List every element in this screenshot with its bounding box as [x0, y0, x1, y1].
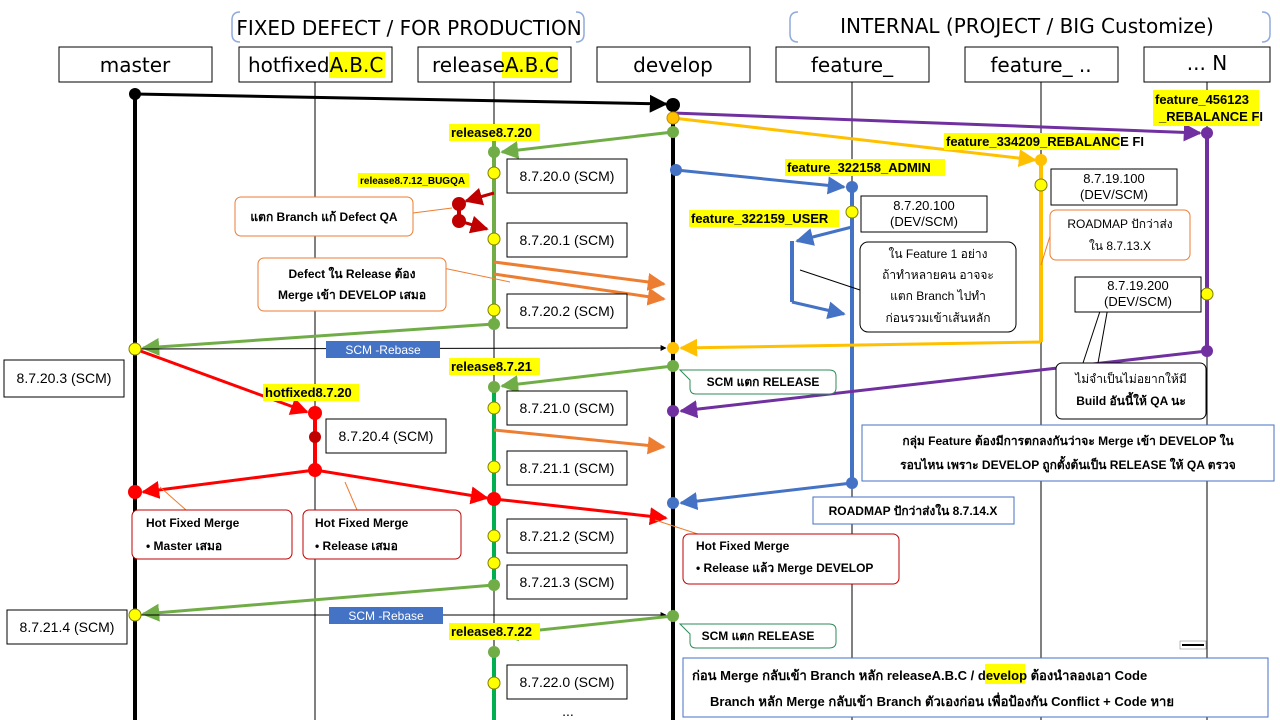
version-87212: 8.7.21.2 (SCM) — [520, 528, 615, 544]
note-roadmap-orange-line1: ROADMAP ปักว่าส่ง — [1067, 217, 1172, 231]
note-bottom-line2: Branch หลัก Merge กลับเข้า Branch ตัวเอง… — [710, 692, 1174, 709]
note-defect-line2: Merge เข้า DEVELOP เสมอ — [278, 288, 426, 302]
dev-8719100-line1: 8.7.19.100 — [1083, 171, 1144, 186]
version-87203: 8.7.20.3 (SCM) — [17, 370, 112, 386]
roadmap-blue: ROADMAP ปักว่าส่งใน 8.7.14.X — [829, 503, 998, 518]
callout-notes: แตก Branch แก้ Defect QA Defect ใน Relea… — [131, 196, 1275, 718]
note-feature1-line4: ก่อนรวมเข้าเส้นหลัก — [886, 311, 991, 325]
group-title-right: INTERNAL (PROJECT / BIG Customize) — [840, 14, 1214, 38]
tag-feature-334209: feature_334209_REBALANCE FI — [946, 134, 1144, 149]
tag-feature-322158: feature_322158_ADMIN — [787, 160, 931, 175]
note-hf-master-title: Hot Fixed Merge — [146, 516, 240, 530]
version-87214: 8.7.21.4 (SCM) — [20, 619, 115, 635]
lane-develop: develop — [633, 53, 713, 77]
version-87204: 8.7.20.4 (SCM) — [339, 428, 434, 444]
note-feature1-line2: ถ้าทำหลายคน อาจจะ — [882, 268, 994, 282]
tag-release-8722: release8.7.22 — [451, 624, 532, 639]
version-87200: 8.7.20.0 (SCM) — [520, 168, 615, 184]
version-87210: 8.7.21.0 (SCM) — [520, 400, 615, 416]
dev-87200100-line1: 8.7.20.100 — [893, 198, 954, 213]
dev-87200100-line2: (DEV/SCM) — [890, 214, 958, 229]
version-87220: 8.7.22.0 (SCM) — [520, 674, 615, 690]
scm-rebase-2: SCM -Rebase — [348, 609, 424, 623]
note-bugqa: แตก Branch แก้ Defect QA — [250, 210, 397, 224]
lane-hotfixed: hotfixedA.B.C — [248, 53, 383, 77]
lane-feature-2: feature_ .. — [990, 53, 1091, 77]
note-roadmap-orange-line2: ใน 8.7.13.X — [1089, 239, 1151, 253]
scm-release-2: SCM แตก RELEASE — [702, 629, 815, 643]
dev-8719200-line2: (DEV/SCM) — [1104, 294, 1172, 309]
note-feature1-line3: แตก Branch ไปทำ — [890, 289, 986, 303]
connections — [134, 92, 1208, 642]
lane-headers: master hotfixedA.B.C releaseA.B.C develo… — [58, 46, 1271, 83]
note-defect-line1: Defect ใน Release ต้อง — [289, 266, 416, 281]
scm-rebase-1: SCM -Rebase — [345, 343, 421, 357]
note-nobuild-line1: ไม่จำเป็นไม่อยากให้มี — [1074, 371, 1187, 386]
lane-feature-n: ... N — [1187, 51, 1227, 75]
tag-hotfixed-8720: hotfixed8.7.20 — [265, 385, 352, 400]
group-header-right: INTERNAL (PROJECT / BIG Customize) — [789, 11, 1271, 43]
version-boxes: 8.7.20.0 (SCM) 8.7.20.1 (SCM) 8.7.20.2 (… — [3, 158, 1202, 719]
note-hf-develop-item: • Release แล้ว Merge DEVELOP — [696, 561, 873, 575]
version-87213: 8.7.21.3 (SCM) — [520, 574, 615, 590]
tag-bugqa: release8.7.12_BUGQA — [360, 176, 465, 187]
note-hf-master-item: • Master เสมอ — [146, 539, 222, 553]
dev-8719200-line1: 8.7.19.200 — [1107, 278, 1168, 293]
group-title-left: FIXED DEFECT / FOR PRODUCTION — [236, 16, 581, 40]
scm-release-1: SCM แตก RELEASE — [707, 375, 820, 389]
nodes — [128, 88, 1214, 690]
version-87202: 8.7.20.2 (SCM) — [520, 303, 615, 319]
lane-master: master — [100, 53, 171, 77]
group-header-left: FIXED DEFECT / FOR PRODUCTION — [231, 11, 585, 43]
note-hf-develop-title: Hot Fixed Merge — [696, 539, 790, 553]
version-dots: ... — [562, 703, 574, 719]
note-feature1-line1: ใน Feature 1 อย่าง — [889, 247, 988, 261]
note-bottom-line1: ก่อน Merge กลับเข้า Branch หลัก releaseA… — [692, 668, 1147, 683]
version-87211: 8.7.21.1 (SCM) — [520, 460, 615, 476]
version-87201: 8.7.20.1 (SCM) — [520, 232, 615, 248]
tag-release-8720: release8.7.20 — [451, 125, 532, 140]
tag-feature-456123-line1: feature_456123 — [1155, 92, 1249, 107]
branch-tags: release8.7.20 release8.7.12_BUGQA releas… — [263, 90, 1263, 640]
lane-feature-1: feature_ — [811, 53, 894, 77]
note-group-line2: รอบไหน เพราะ DEVELOP ถูกตั้งต้นเป็น RELE… — [900, 455, 1236, 473]
scm-labels: SCM -Rebase SCM -Rebase SCM แตก RELEASE … — [326, 341, 1015, 649]
tag-feature-456123-line2: _REBALANCE FI — [1158, 109, 1263, 124]
lane-release: releaseA.B.C — [432, 53, 559, 77]
tag-release-8721: release8.7.21 — [451, 359, 532, 374]
note-hf-release-item: • Release เสมอ — [315, 539, 398, 553]
note-nobuild-line2: Build อันนี้ให้ QA นะ — [1076, 391, 1186, 408]
note-group-line1: กลุ่ม Feature ต้องมีการตกลงกันว่าจะ Merg… — [902, 433, 1234, 449]
dev-8719100-line2: (DEV/SCM) — [1080, 187, 1148, 202]
tag-feature-322159: feature_322159_USER — [691, 211, 829, 226]
note-hf-release-title: Hot Fixed Merge — [315, 516, 409, 530]
